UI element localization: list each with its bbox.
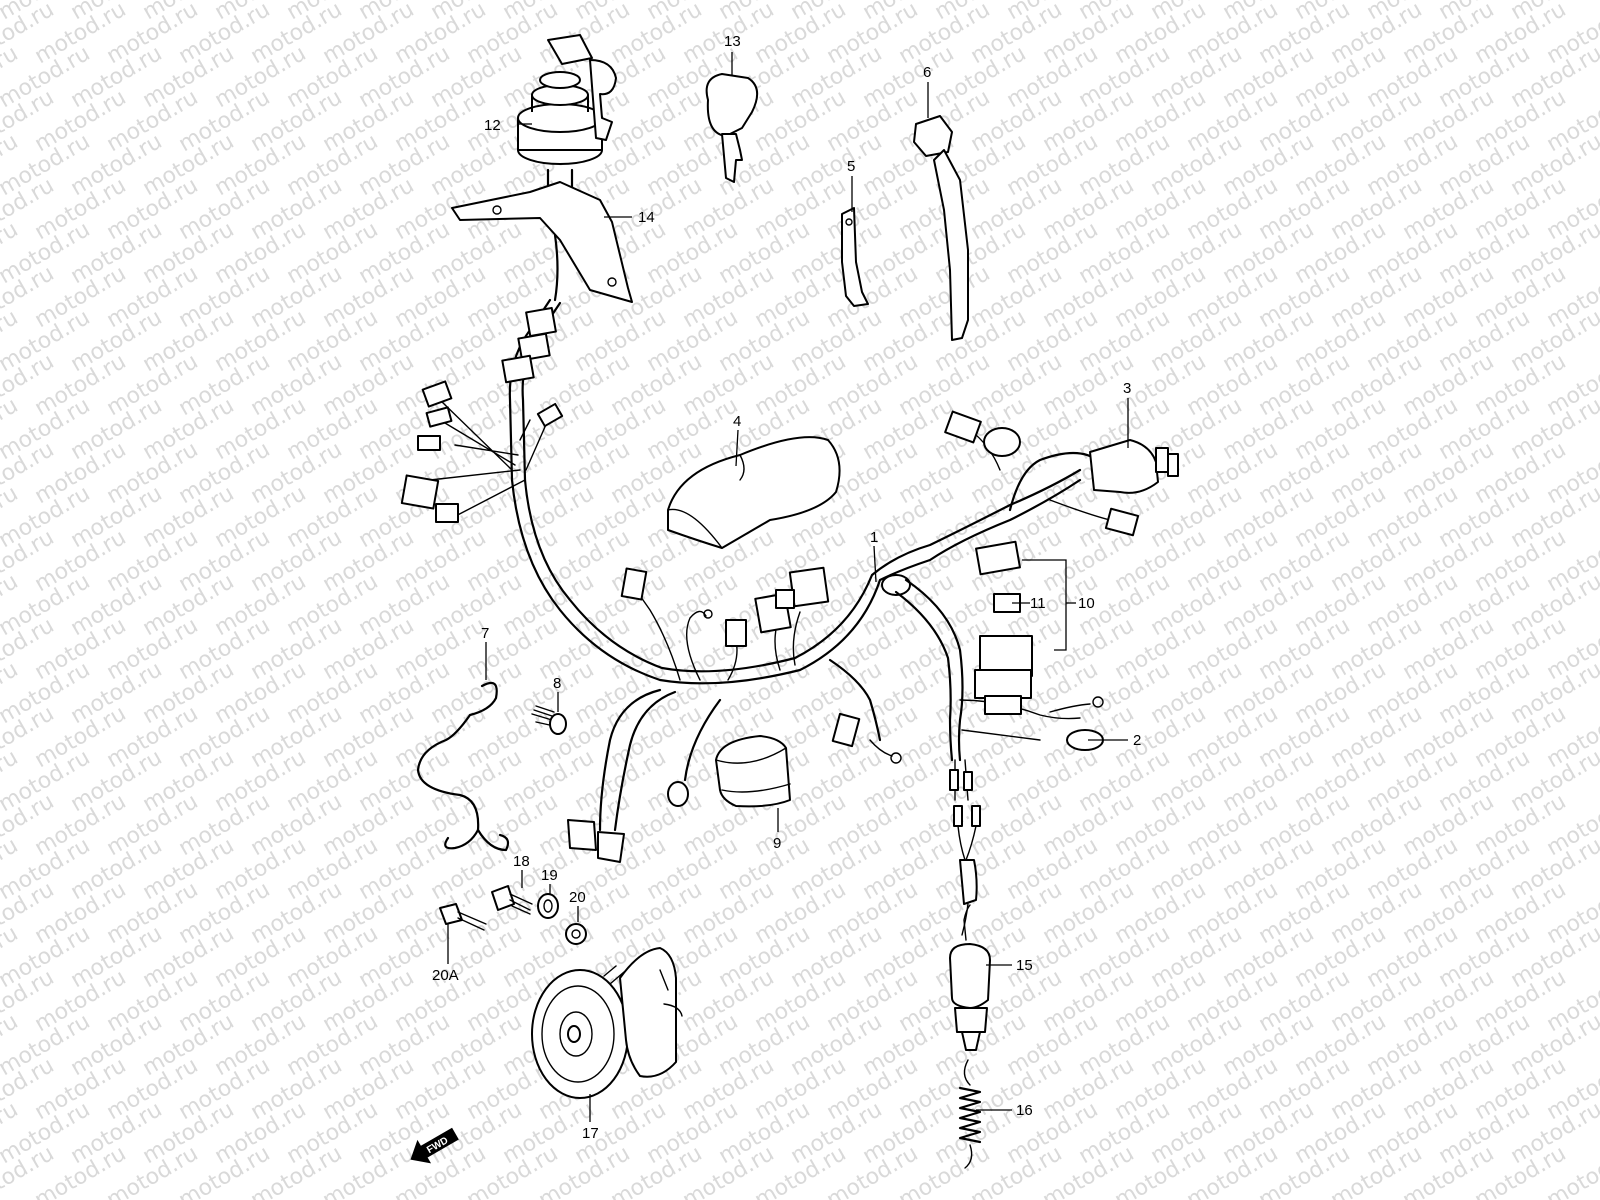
bolt-18 [491, 885, 533, 915]
callout-17: 17 [582, 1125, 599, 1142]
washer-19 [537, 893, 559, 919]
callout-8: 8 [553, 675, 561, 692]
lead-wire [416, 681, 510, 852]
callout-9: 9 [773, 835, 781, 852]
callout-6: 6 [923, 64, 931, 81]
callout-4: 4 [733, 413, 741, 430]
return-spring [958, 1059, 982, 1169]
callout-5: 5 [847, 158, 855, 175]
harness-protector [667, 436, 841, 549]
harness-sleeve [715, 735, 791, 808]
callout-16: 16 [1016, 1102, 1033, 1119]
callout-3: 3 [1123, 380, 1131, 397]
callout-20a: 20A [432, 967, 459, 984]
switch-bracket [451, 181, 633, 303]
callout-1: 1 [870, 529, 878, 546]
callout-15: 15 [1016, 957, 1033, 974]
ignition-switch [517, 34, 617, 194]
callout-labels: 1 2 3 4 5 6 7 8 9 10 11 12 13 14 15 16 1… [432, 33, 1141, 1142]
callout-7: 7 [481, 625, 489, 642]
callout-13: 13 [724, 33, 741, 50]
callout-19: 19 [541, 867, 558, 884]
wiring-harness [400, 298, 1179, 936]
bolt-20a [439, 903, 487, 931]
horn [531, 947, 683, 1099]
callout-11: 11 [1030, 595, 1046, 612]
callout-18: 18 [513, 853, 530, 870]
cable-tie [913, 115, 969, 341]
callout-2: 2 [1133, 732, 1141, 749]
callout-20: 20 [569, 889, 586, 906]
callout-12: 12 [484, 117, 501, 134]
key [705, 73, 759, 183]
stop-switch [949, 904, 991, 1051]
leader-lines [447, 52, 1129, 1122]
callout-14: 14 [638, 209, 655, 226]
clamp [841, 207, 869, 307]
washer-20 [565, 923, 587, 945]
arrow-left-icon [410, 1127, 459, 1164]
callout-10: 10 [1078, 595, 1095, 612]
screw-8 [531, 705, 567, 735]
